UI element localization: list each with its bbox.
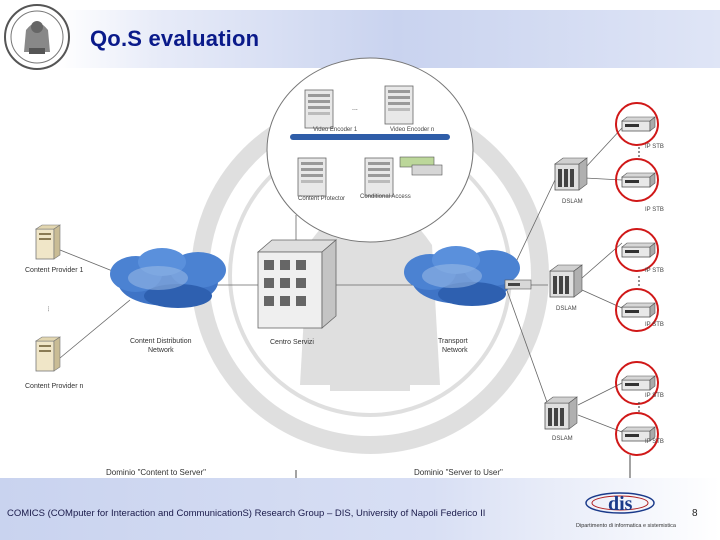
encoder-1-label: Video Encoder 1 [313, 127, 358, 133]
page-title: Qo.S evaluation [90, 26, 260, 51]
centro-servizi-label: Centro Servizi [270, 339, 314, 346]
conditional-access-label: Conditional Access [360, 194, 411, 200]
stb-6-label: IP STB [645, 439, 664, 445]
footer-band [0, 478, 720, 540]
content-provider-n-icon [35, 336, 61, 372]
page-number: 8 [692, 508, 698, 519]
headend-ellipsis: ... [352, 105, 358, 112]
stb-4-label: IP STB [645, 322, 664, 328]
dslam-2-label: DSLAM [556, 306, 577, 312]
cdn-cloud-icon [110, 248, 226, 308]
dslam-3-label: DSLAM [552, 436, 573, 442]
stb-5-label: IP STB [645, 393, 664, 399]
content-protector-label: Content Protector [298, 196, 345, 202]
domain-server-to-user-label: Dominio "Server to User" [414, 468, 503, 477]
stb-2-highlight [615, 158, 659, 202]
encoder-1-icon [304, 89, 334, 129]
dis-logo-icon: dis Dipartimento di informatica e sistem… [576, 492, 677, 529]
transport-cloud-icon [404, 246, 520, 306]
dslam-1-label: DSLAM [562, 199, 583, 205]
dslam-3-icon [544, 396, 578, 430]
stb-3-label: IP STB [645, 268, 664, 274]
transport-label-line1: Transport [438, 338, 468, 345]
content-protector-icon [297, 157, 327, 197]
domain-content-to-server-label: Dominio "Content to Server" [106, 468, 206, 477]
stb-1-label: IP STB [645, 144, 664, 150]
transport-label-line2: Network [442, 347, 468, 354]
dslam-1-icon [554, 157, 588, 191]
content-provider-1-icon [35, 224, 61, 260]
dis-logo-caption: Dipartimento di informatica e sistemisti… [576, 523, 677, 529]
footer-text: COMICS (COMputer for Interaction and Com… [7, 508, 486, 519]
cdn-label-line1: Content Distribution [130, 338, 192, 345]
conditional-access-icon [364, 157, 394, 197]
dis-logo-text: dis [608, 493, 633, 515]
dslam-2-icon [549, 264, 583, 298]
router-icon [504, 279, 532, 290]
encoder-n-icon [384, 85, 414, 125]
content-provider-n-label: Content Provider n [25, 383, 83, 390]
stb-3-highlight [615, 228, 659, 272]
stb-6-highlight [615, 412, 659, 456]
providers-ellipsis: ... [46, 306, 53, 312]
cdn-label-line2: Network [148, 347, 174, 354]
headend-switch-icon [399, 156, 443, 176]
centro-servizi-icon [256, 239, 338, 329]
headend-ellipse [266, 57, 474, 243]
stb-4-highlight [615, 288, 659, 332]
headend-bus [290, 134, 450, 140]
stb-1-highlight [615, 102, 659, 146]
stb-5-highlight [615, 361, 659, 405]
content-provider-1-label: Content Provider 1 [25, 267, 83, 274]
stb-2-label: IP STB [645, 207, 664, 213]
university-seal-icon [4, 4, 70, 70]
encoder-n-label: Video Encoder n [390, 127, 434, 133]
